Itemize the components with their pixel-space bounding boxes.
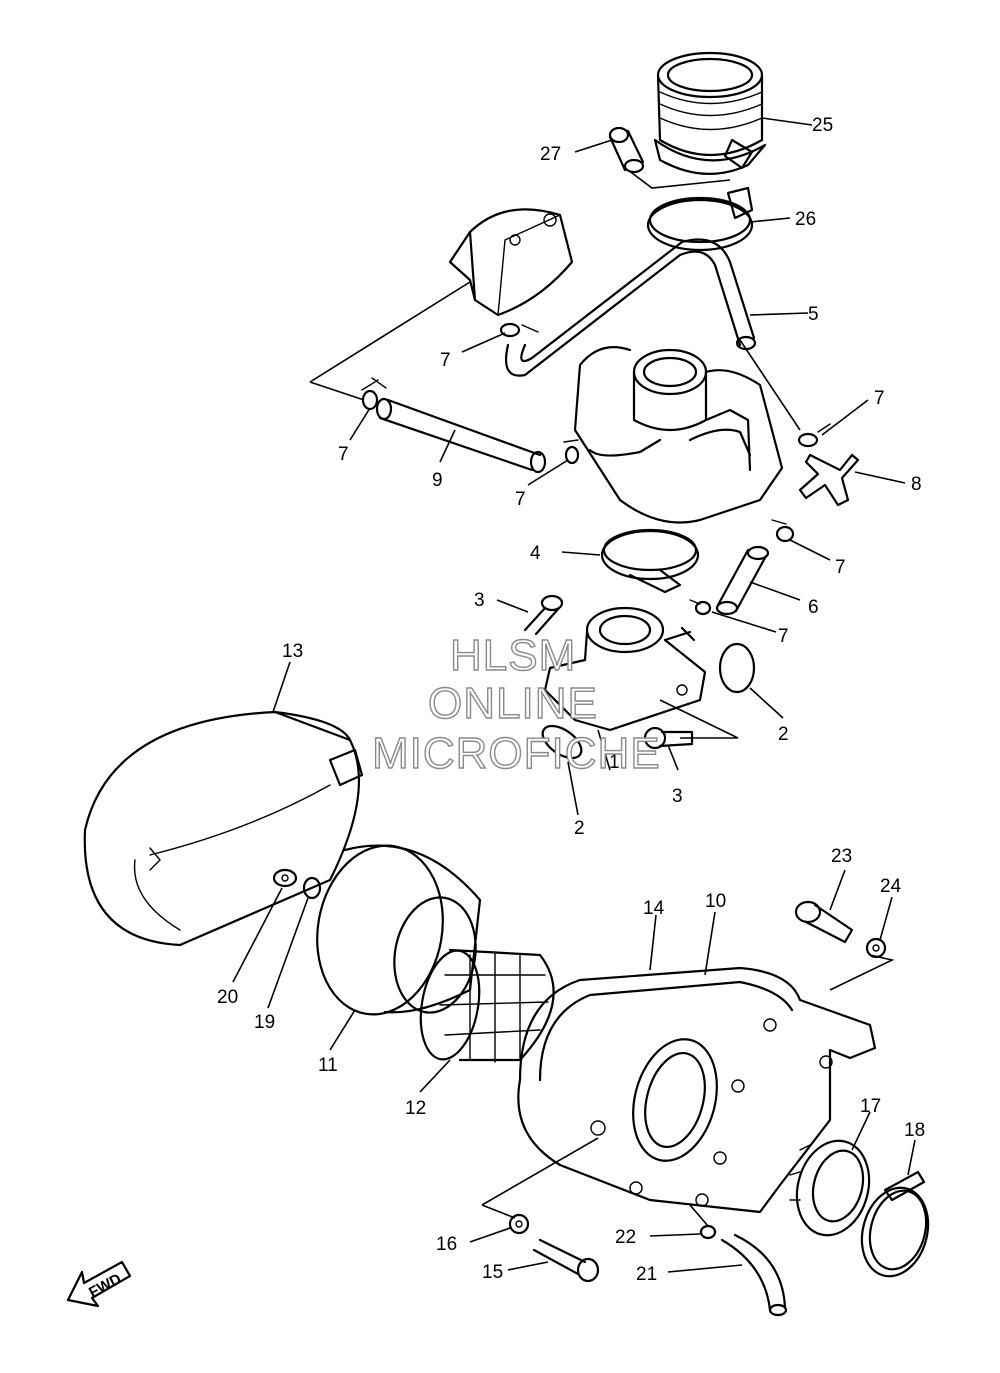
part-19-washer[interactable] <box>302 876 322 900</box>
part-18-clamp[interactable] <box>852 1170 937 1284</box>
part-5-breather-hose[interactable] <box>504 238 757 377</box>
callout-4: 4 <box>530 543 541 564</box>
callout-7b: 7 <box>338 444 349 465</box>
part-23-bolt[interactable] <box>794 900 854 944</box>
part-25-intake-joint[interactable] <box>653 51 767 175</box>
callout-7d: 7 <box>874 388 885 409</box>
part-14-air-cleaner-case[interactable] <box>517 966 877 1214</box>
callout-1: 1 <box>609 752 620 773</box>
callout-27: 27 <box>540 144 561 165</box>
callout-14: 14 <box>643 898 665 919</box>
part-7-clip-e[interactable] <box>771 519 795 543</box>
part-20-nut[interactable] <box>272 868 298 888</box>
callout-3b: 3 <box>672 786 683 807</box>
assembly-lines <box>309 281 895 1227</box>
part-26-hose-clamp[interactable] <box>646 186 754 252</box>
part-7-clip-a[interactable] <box>361 377 387 411</box>
callout-7e: 7 <box>835 557 846 578</box>
part-7-clip-d[interactable] <box>797 423 831 448</box>
fwd-label: FWD <box>86 1270 124 1301</box>
part-17-joint[interactable] <box>787 1133 879 1244</box>
callout-15: 15 <box>482 1262 503 1283</box>
callout-11: 11 <box>318 1055 338 1076</box>
watermark-line3: MICROFICHE <box>372 729 661 778</box>
part-6-short-hose[interactable] <box>715 545 770 616</box>
callout-numbers: 25 27 26 5 7 7 9 7 7 8 7 4 6 3 7 2 1 3 2… <box>217 115 925 1285</box>
part-13-air-cleaner-cover[interactable] <box>83 710 364 947</box>
watermark-line2: ONLINE <box>428 679 598 728</box>
callout-26: 26 <box>795 209 816 230</box>
callout-12: 12 <box>405 1098 426 1119</box>
part-15-screw[interactable] <box>532 1238 600 1283</box>
part-9-hose[interactable] <box>375 397 547 474</box>
callout-25: 25 <box>812 115 833 136</box>
fwd-arrow-icon: FWD <box>66 1260 132 1308</box>
part-1-carburetor-joint[interactable] <box>543 606 707 732</box>
callout-2b: 2 <box>574 818 585 839</box>
callout-16: 16 <box>436 1234 457 1255</box>
part-16-nut[interactable] <box>508 1213 530 1235</box>
callout-leaders <box>232 117 916 1273</box>
part-24-washer[interactable] <box>865 937 887 959</box>
callout-7c: 7 <box>515 489 526 510</box>
carburetor[interactable] <box>573 346 784 524</box>
callout-8: 8 <box>911 474 922 495</box>
part-21-drain-hose[interactable] <box>720 1233 788 1317</box>
part-11-filter-element[interactable] <box>304 836 484 1025</box>
callout-19: 19 <box>254 1012 275 1033</box>
callout-22: 22 <box>615 1227 636 1248</box>
part-7-clip-f[interactable] <box>689 599 712 616</box>
callout-10: 10 <box>705 891 726 912</box>
part-27-short-hose[interactable] <box>608 126 645 174</box>
callout-6: 6 <box>808 597 819 618</box>
watermark: HLSM ONLINE MICROFICHE <box>371 630 661 778</box>
part-2-o-ring-right[interactable] <box>718 642 756 694</box>
callout-7a: 7 <box>440 350 451 371</box>
callout-20: 20 <box>217 987 238 1008</box>
part-4-band-clamp[interactable] <box>600 528 700 594</box>
callout-17: 17 <box>860 1096 881 1117</box>
part-22-clip[interactable] <box>699 1224 717 1240</box>
callout-5: 5 <box>808 304 819 325</box>
callout-23: 23 <box>831 846 852 867</box>
callout-7f: 7 <box>778 626 789 647</box>
part-7-clip-c[interactable] <box>563 439 580 465</box>
part-3-screw-upper[interactable] <box>523 594 564 636</box>
callout-9: 9 <box>432 470 443 491</box>
callout-13: 13 <box>282 641 303 662</box>
watermark-line1: HLSM <box>450 631 576 680</box>
part-8-t-joint[interactable] <box>798 453 860 507</box>
part-12-element-guide[interactable] <box>413 946 555 1064</box>
part-7-clip-b[interactable] <box>499 322 539 338</box>
callout-24: 24 <box>880 876 902 897</box>
breather-box <box>448 208 574 317</box>
callout-21: 21 <box>636 1264 657 1285</box>
callout-3a: 3 <box>474 590 485 611</box>
part-2-o-ring-left[interactable] <box>537 720 587 765</box>
callout-2a: 2 <box>778 724 789 745</box>
callout-18: 18 <box>904 1120 925 1141</box>
